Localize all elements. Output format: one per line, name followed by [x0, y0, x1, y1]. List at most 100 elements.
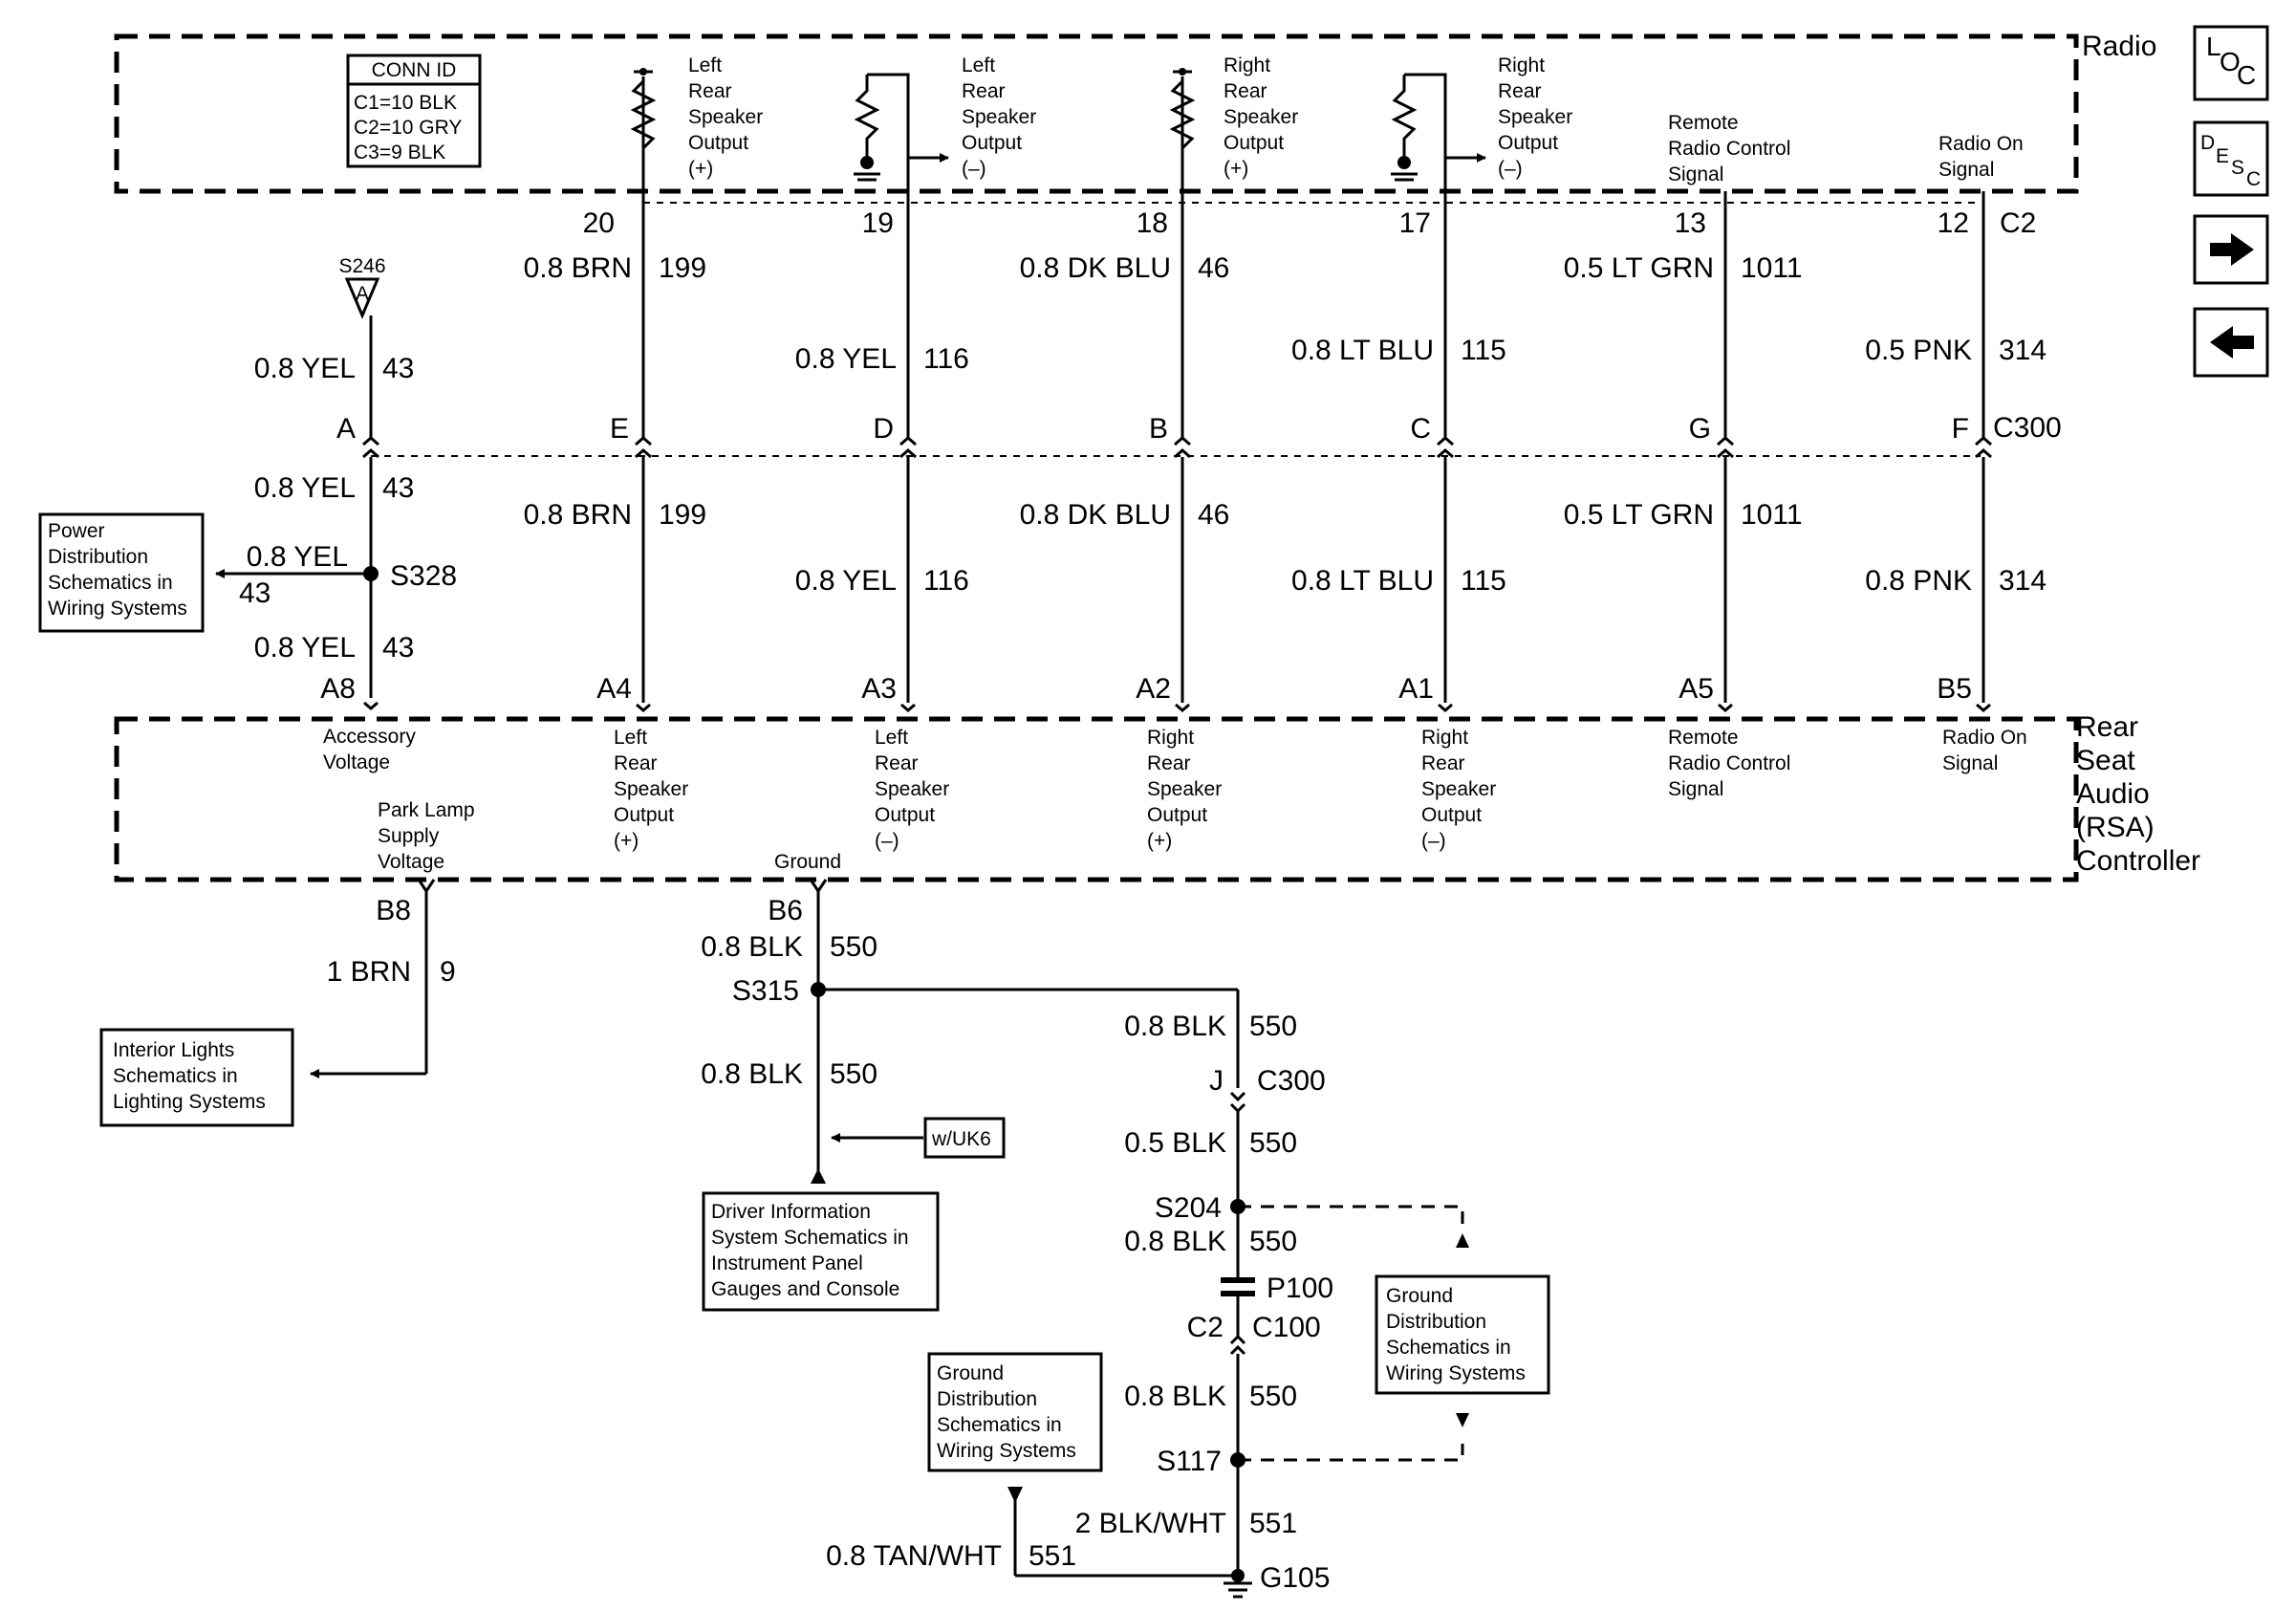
connector-mark: [635, 448, 652, 459]
wire-color: 0.8 BRN: [524, 499, 632, 531]
connector-mark: [1175, 703, 1190, 712]
circuit-number: 43: [382, 472, 414, 504]
radio-module-outline: [114, 33, 2079, 194]
rsa-label-line: Radio Control: [1668, 752, 1790, 774]
circuit-number: 550: [1249, 1127, 1297, 1159]
label-line: Radio On: [1939, 133, 2024, 155]
wire-color: 0.8 PNK: [1865, 565, 1972, 597]
label-line: Signal: [1939, 159, 1994, 181]
connector-mark: [1174, 436, 1191, 446]
c300-label: C300: [1257, 1065, 1326, 1097]
desc-button[interactable]: D E S C: [2193, 120, 2269, 197]
conn-id-line: C1=10 BLK: [354, 92, 457, 114]
title-line: Audio: [2076, 778, 2150, 810]
rsa-label-line: Signal: [1668, 778, 1723, 800]
radio-output-label-12: Radio On Signal: [1939, 133, 2024, 181]
wire-color: 0.8 BRN: [524, 252, 632, 284]
driver-info-ref-box[interactable]: Driver Information System Schematics in …: [702, 1191, 940, 1312]
connector-mark: [1438, 703, 1453, 712]
wire-color: 0.5 PNK: [1865, 335, 1972, 366]
ground-circuit: B6 0.8 BLK 550 S315 0.8 BLK 550 0.8 BLK …: [701, 879, 1469, 1599]
rsa-label-line: Speaker: [1421, 778, 1496, 800]
c300-pin-letter: C: [1410, 413, 1431, 445]
ref-line: Schematics in: [1386, 1337, 1511, 1359]
radio-title: Radio: [2082, 31, 2156, 62]
interior-lights-ref-box[interactable]: Interior Lights Schematics in Lighting S…: [99, 1028, 294, 1127]
circuit-number: 116: [923, 343, 969, 375]
c300-pin-letter: A: [336, 413, 356, 445]
ref-line: Distribution: [1386, 1311, 1486, 1333]
label-line: Left: [962, 54, 995, 76]
connector-mark: [1975, 436, 1992, 446]
wire-color: 0.8 YEL: [254, 472, 356, 504]
circuit-number: 116: [923, 565, 969, 597]
radio-pin: 20: [583, 207, 615, 239]
circuit-number: 551: [1029, 1540, 1076, 1572]
next-button[interactable]: [2193, 214, 2269, 285]
connector-mark: [900, 703, 916, 712]
rsa-label-line: Output: [875, 804, 935, 826]
circuit-number: 550: [1249, 1011, 1297, 1042]
park-lamp-circuit: B8 1 BRN 9: [310, 879, 456, 1078]
rsa-pin: B8: [376, 895, 411, 926]
power-distribution-ref-box[interactable]: Power Distribution Schematics in Wiring …: [38, 512, 205, 633]
rsa-label-park-lamp: Park Lamp Supply Voltage: [378, 799, 475, 873]
ref-line: Distribution: [48, 546, 148, 568]
ref-line: Distribution: [937, 1388, 1037, 1410]
circuit-number: 199: [659, 499, 706, 531]
splice-s315-label: S315: [732, 975, 799, 1007]
c300-pin-letter: J: [1209, 1065, 1224, 1097]
label-line: Left: [688, 54, 722, 76]
option-w-uk6: w/UK6: [923, 1117, 1006, 1159]
rsa-pin: A4: [596, 673, 632, 705]
p100-symbol: [1221, 1277, 1255, 1283]
ground-distribution-ref-box-left[interactable]: Ground Distribution Schematics in Wiring…: [927, 1352, 1103, 1472]
circuit-number: 314: [1999, 565, 2047, 597]
label-line: (–): [962, 158, 986, 180]
circuit-number: 46: [1198, 252, 1229, 284]
rsa-controller-outline: [114, 716, 2079, 882]
conn-id-box: CONN ID C1=10 BLK C2=10 GRY C3=9 BLK: [346, 54, 482, 168]
label-line: Signal: [1668, 163, 1723, 185]
ref-line: Lighting Systems: [113, 1091, 266, 1113]
desc-letter: C: [2246, 168, 2261, 190]
prev-button[interactable]: [2193, 307, 2269, 378]
rsa-label-line: (+): [614, 830, 639, 852]
c300-pin-letter: B: [1149, 413, 1168, 445]
label-line: Output: [688, 132, 748, 154]
rsa-label-line: (–): [875, 830, 899, 852]
wire-color: 0.5 LT GRN: [1564, 499, 1714, 531]
ref-line: Schematics in: [113, 1065, 238, 1087]
label-line: Speaker: [1224, 106, 1298, 128]
ref-line: Driver Information: [711, 1201, 871, 1223]
label-line: (+): [1224, 158, 1248, 180]
wire-color: 0.8 YEL: [795, 343, 897, 375]
wire-color: 0.8 BLK: [701, 931, 803, 963]
ground-distribution-ref-box-right[interactable]: Ground Distribution Schematics in Wiring…: [1375, 1274, 1550, 1395]
conn-id-heading: CONN ID: [372, 59, 457, 81]
label-line: Park Lamp: [378, 799, 475, 821]
arrow-left-icon: [2210, 326, 2254, 359]
radio-pin: 18: [1137, 207, 1168, 239]
rsa-label-accessory: Accessory Voltage: [323, 726, 416, 773]
rsa-pin: A5: [1679, 673, 1714, 705]
rsa-label-line: (–): [1421, 830, 1446, 852]
ref-line: System Schematics in: [711, 1227, 909, 1249]
radio-pin: 17: [1399, 207, 1431, 239]
label-line: Voltage: [323, 751, 390, 773]
loc-letter: C: [2237, 60, 2256, 90]
wire-color: 0.5 LT GRN: [1564, 252, 1714, 284]
c100-pin: C2: [1187, 1312, 1224, 1343]
label-line: Remote: [1668, 112, 1739, 134]
rsa-pin: B5: [1937, 673, 1972, 705]
rsa-label-line: Speaker: [1147, 778, 1222, 800]
rsa-label-line: Output: [1421, 804, 1482, 826]
loc-button[interactable]: L O C: [2193, 25, 2269, 101]
rsa-title: Rear Seat Audio (RSA) Controller: [2076, 711, 2200, 877]
label-line: Rear: [962, 80, 1006, 102]
connector-mark: [899, 448, 917, 459]
loc-letter: O: [2220, 47, 2241, 76]
ref-line: Ground: [937, 1362, 1004, 1384]
wire-color: 0.8 YEL: [254, 632, 356, 664]
circuit-number: 43: [382, 632, 414, 664]
